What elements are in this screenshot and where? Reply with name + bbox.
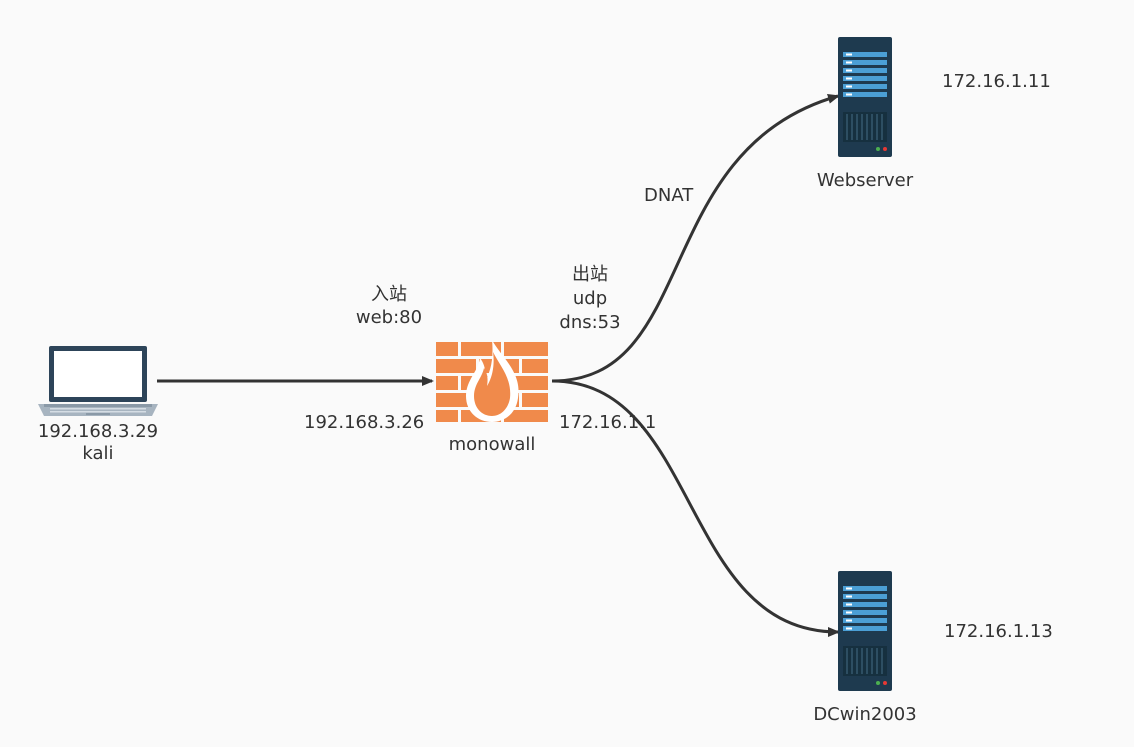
- outbound-label-line2: udp: [572, 288, 608, 309]
- dnat-label: DNAT: [644, 185, 694, 206]
- monowall-inner-ip-label: 192.168.3.26: [304, 412, 425, 433]
- monowall-name-label: monowall: [448, 434, 536, 455]
- webserver-ip-label: 172.16.1.11: [942, 71, 1051, 92]
- dc-name-label: DCwin2003: [813, 704, 917, 725]
- edge-monowall-to-dc: [551, 379, 840, 637]
- inbound-label-line1: 入站: [371, 284, 407, 305]
- dc-ip-label: 172.16.1.13: [944, 621, 1053, 642]
- laptop-icon: [38, 346, 158, 416]
- outbound-label-line1: 出站: [572, 264, 608, 285]
- monowall-outer-ip-label: 172.16.1.1: [559, 412, 657, 433]
- kali-name-label: kali: [82, 443, 114, 464]
- outbound-label-line3: dns:53: [559, 312, 621, 333]
- firewall-icon: [436, 340, 548, 422]
- edge-monowall-to-webserver: [551, 93, 840, 383]
- server-icon: [838, 37, 892, 157]
- webserver-name-label: Webserver: [816, 170, 914, 191]
- kali-ip-label: 192.168.3.29: [37, 421, 159, 442]
- inbound-label-line2: web:80: [355, 307, 423, 328]
- server-icon: [838, 571, 892, 691]
